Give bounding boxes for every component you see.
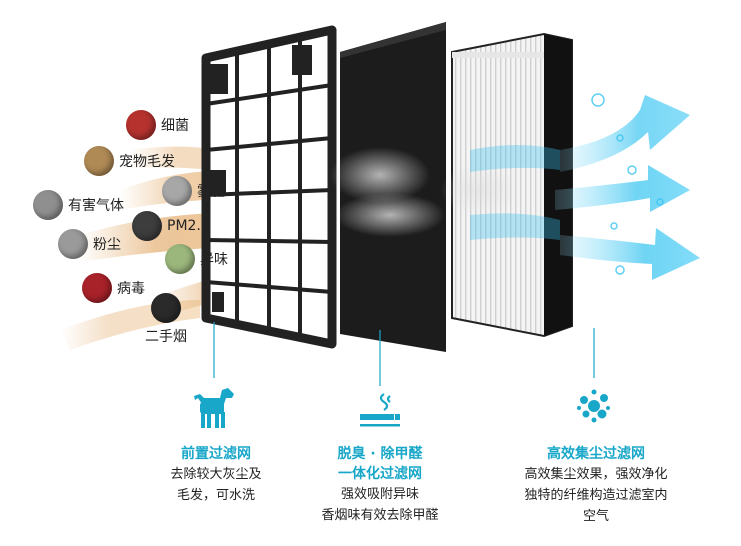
- pollutant-smog: 雾霾: [162, 176, 225, 206]
- caption-line: 强效吸附异味: [340, 487, 419, 502]
- pollutant-label: 二手烟: [145, 329, 187, 345]
- dog-icon: [84, 146, 114, 176]
- caption-line: 高效集尘效果，强效净化: [524, 467, 668, 482]
- caption-subtitle: 一体化过滤网: [338, 466, 422, 482]
- pollutant-odor: 异味: [165, 244, 228, 274]
- pollutant-smoke: 二手烟: [145, 293, 191, 346]
- smog-icon: [162, 176, 192, 206]
- dust-icon: [58, 229, 88, 259]
- caption-hepa-filter: 高效集尘过滤网 高效集尘效果，强效净化 独特的纤维构造过滤室内 空气: [498, 444, 694, 527]
- caption-title: 高效集尘过滤网: [547, 446, 645, 462]
- pollutant-label: 宠物毛发: [119, 154, 175, 170]
- outgoing-airflow: [470, 93, 700, 280]
- pollutant-virus: 病毒: [82, 273, 145, 303]
- pollutant-label: 病毒: [117, 281, 145, 297]
- caption-title: 脱臭 · 除甲醛: [337, 446, 423, 462]
- pollutant-label: 雾霾: [197, 184, 225, 200]
- pre-filter-mesh: [201, 25, 337, 349]
- caption-line: 空气: [582, 509, 609, 524]
- caption-line: 毛发，可水洗: [176, 488, 255, 503]
- pollutant-label: 异味: [200, 252, 228, 268]
- pollutant-label: PM2.5: [167, 218, 210, 234]
- caption-line: 独特的纤维构造过滤室内: [524, 488, 668, 503]
- pollutant-label: 粉尘: [93, 237, 121, 253]
- pollutant-bacteria: 细菌: [126, 110, 189, 140]
- pollutant-harmful-gas: 有害气体: [33, 190, 124, 220]
- pollutant-label: 有害气体: [68, 198, 124, 214]
- smoke-haze: [330, 147, 520, 237]
- caption-line: 香烟味有效去除甲醛: [321, 508, 439, 523]
- gas-icon: [33, 190, 63, 220]
- bacteria-icon: [126, 110, 156, 140]
- no-smoking-icon: [360, 393, 400, 427]
- particles-icon: [577, 389, 610, 423]
- smoke-icon: [151, 293, 181, 323]
- caption-pre-filter: 前置过滤网 去除较大灰尘及 毛发，可水洗: [136, 444, 296, 506]
- connector-lines: [213, 322, 595, 386]
- pollutant-pm25: PM2.5: [132, 211, 210, 241]
- caption-line: 去除较大灰尘及: [170, 467, 262, 482]
- pollutant-label: 细菌: [161, 118, 189, 134]
- caption-title: 前置过滤网: [181, 446, 251, 462]
- particle-icon: [132, 211, 162, 241]
- pollutant-dust: 粉尘: [58, 229, 121, 259]
- dog-icon: [194, 388, 234, 428]
- virus-icon: [82, 273, 112, 303]
- pollutant-pet-hair: 宠物毛发: [84, 146, 175, 176]
- caption-carbon-filter: 脱臭 · 除甲醛 一体化过滤网 强效吸附异味 香烟味有效去除甲醛: [300, 444, 460, 526]
- odor-icon: [165, 244, 195, 274]
